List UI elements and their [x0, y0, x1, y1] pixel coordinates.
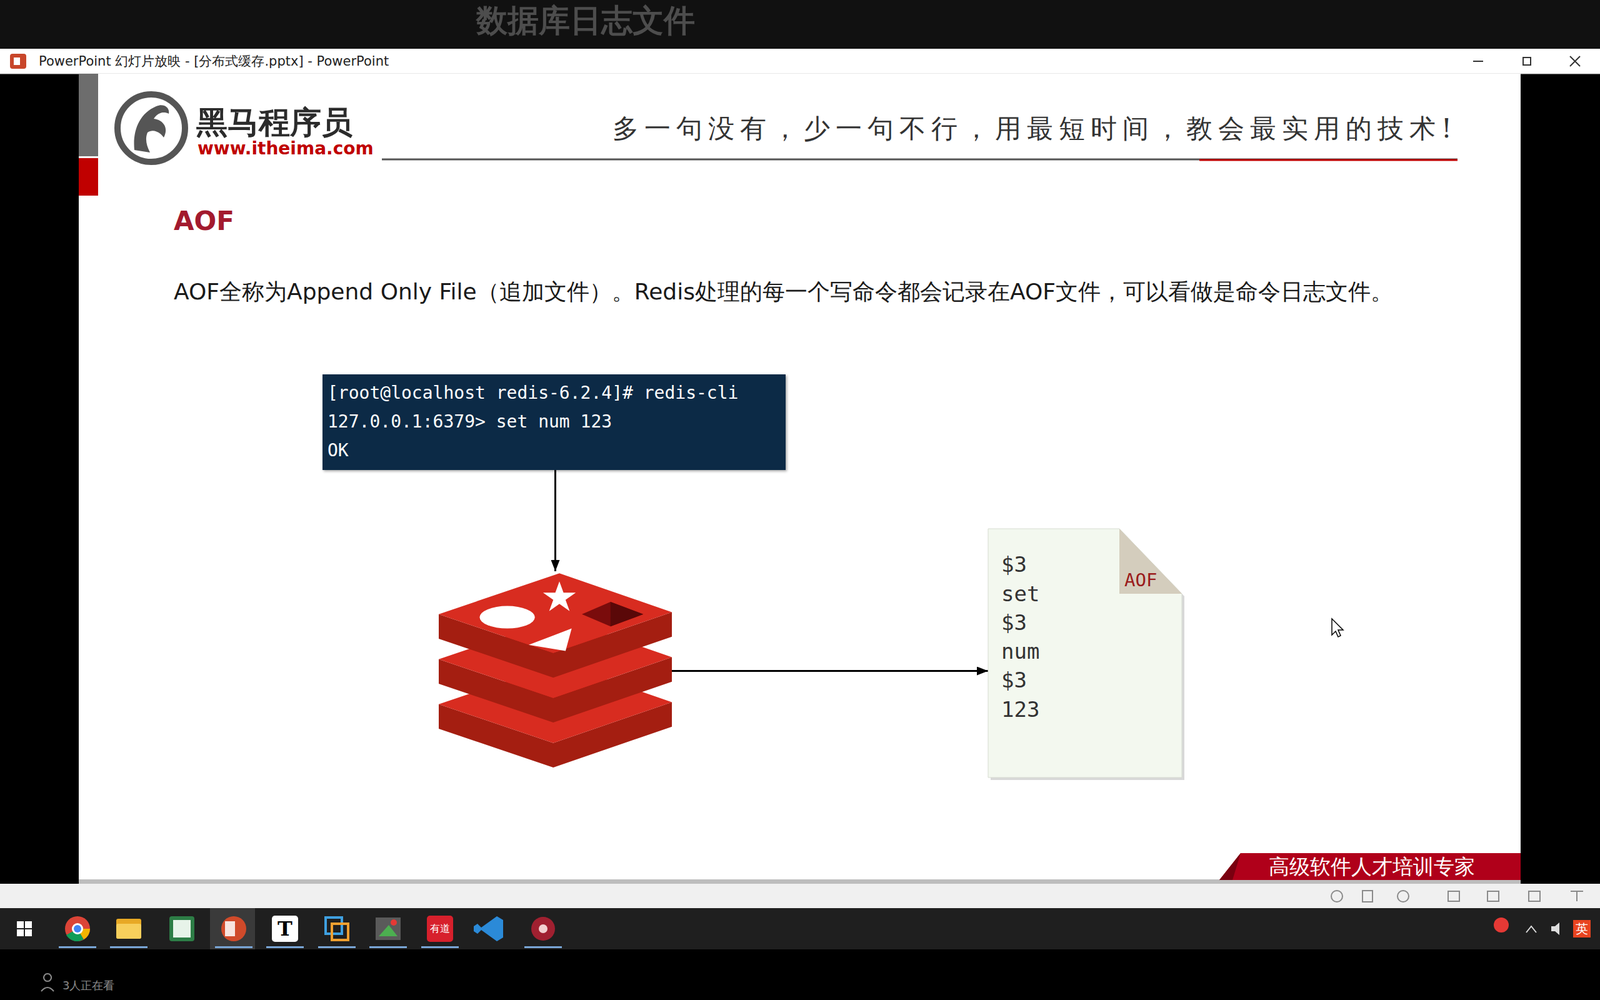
taskbar [0, 908, 1600, 950]
taskbar-icon-label: T [271, 916, 299, 942]
tray-language: 英 [1573, 920, 1591, 938]
logo-horse [133, 105, 169, 153]
app-icon [10, 53, 27, 69]
arrow-connector [671, 670, 989, 672]
typora-icon [271, 915, 299, 942]
terminal-line: [root@localhost redis-6.2.4]# redis-cli [327, 378, 779, 408]
slide-red-bar [78, 158, 99, 196]
slogan: 多一句没有，少一句不行，用最短时间，教会最实用的技术! [612, 112, 1458, 145]
top-bar [0, 0, 1600, 49]
close-button [1570, 56, 1580, 67]
youdao-icon [426, 915, 454, 942]
file-line: set [1001, 579, 1040, 609]
taskbar-icon-label: 有道 [426, 921, 454, 937]
redis-layer-top [438, 573, 672, 654]
slideshow-toolbar [0, 883, 1600, 909]
window-title: PowerPoint 幻灯片放映 - [分布式缓存.pptx] - PowerP… [38, 53, 389, 69]
restore-button [1523, 57, 1531, 65]
terminal-line: 127.0.0.1:6379> set num 123 [327, 407, 779, 437]
aof-file: $3set$3num$3123AOF [988, 528, 1182, 778]
redis-ellipse [479, 606, 535, 629]
chrome-icon [65, 916, 90, 942]
slide-grey-bar [78, 73, 99, 157]
folder-icon [116, 918, 142, 939]
brand-name: 黑马程序员 [196, 105, 353, 140]
redis-logo-svg [438, 571, 672, 771]
tray-lang-badge [1573, 920, 1591, 938]
windows-start [16, 921, 32, 937]
window-title-bar [0, 48, 1600, 74]
paint-icon [375, 917, 401, 940]
minimize-button [1473, 60, 1484, 62]
redis-cube-face [610, 601, 644, 627]
file-fold [1119, 528, 1182, 594]
logo-ring [117, 94, 185, 162]
banner-text: 高级软件人才培训专家 [1268, 855, 1475, 879]
header-rule [381, 158, 1458, 161]
vscode-icon [473, 916, 504, 942]
header-rule-accent [1199, 159, 1458, 162]
viewers-icon [41, 973, 54, 992]
file-line: $3 [1001, 665, 1027, 695]
taskbar-underlines [58, 946, 562, 949]
viewer-count: 3人正在看 [62, 977, 115, 994]
file-label: AOF [1124, 571, 1157, 589]
terminal-line: OK [327, 436, 779, 465]
file-line: $3 [1001, 608, 1027, 637]
powerpoint-icon-mark [225, 921, 235, 937]
overlay-subtitle: 数据库日志文件 [476, 5, 695, 37]
toolbar-icons [1331, 890, 1584, 902]
redis-logo [438, 571, 672, 771]
redis-star [543, 581, 576, 611]
redis-cube [581, 601, 644, 627]
tray-chevron [1526, 926, 1537, 933]
banner [1219, 853, 1521, 880]
slide-bottom-line [78, 879, 1521, 884]
slide-background [78, 73, 1521, 884]
banner-tip [1219, 853, 1241, 880]
slide-title: AOF [173, 205, 235, 238]
redis-desktop-icon [531, 916, 555, 941]
redis-triangle [528, 628, 572, 652]
file-line: $3 [1001, 550, 1027, 579]
vm-icon [325, 917, 349, 940]
arrow-connector [554, 470, 557, 572]
file-line: num [1001, 636, 1040, 666]
redis-desktop-icon-dot [538, 924, 548, 934]
powerpoint-icon [221, 916, 247, 942]
brand-url: www.itheima.com [197, 138, 374, 159]
file-line: 123 [1001, 695, 1040, 724]
file-sheet [988, 528, 1182, 778]
nb-icon [169, 916, 195, 942]
mouse-cursor [1331, 618, 1344, 637]
body-paragraph: AOF全称为Append Only File（追加文件）。Redis处理的每一个… [173, 270, 1412, 314]
terminal-box: [root@localhost redis-6.2.4]# redis-cli1… [322, 374, 786, 470]
active-app-highlight [210, 908, 255, 950]
tray-ime-icon [1493, 917, 1509, 933]
app-icon-mark [13, 57, 20, 65]
tray-speaker [1551, 922, 1560, 935]
